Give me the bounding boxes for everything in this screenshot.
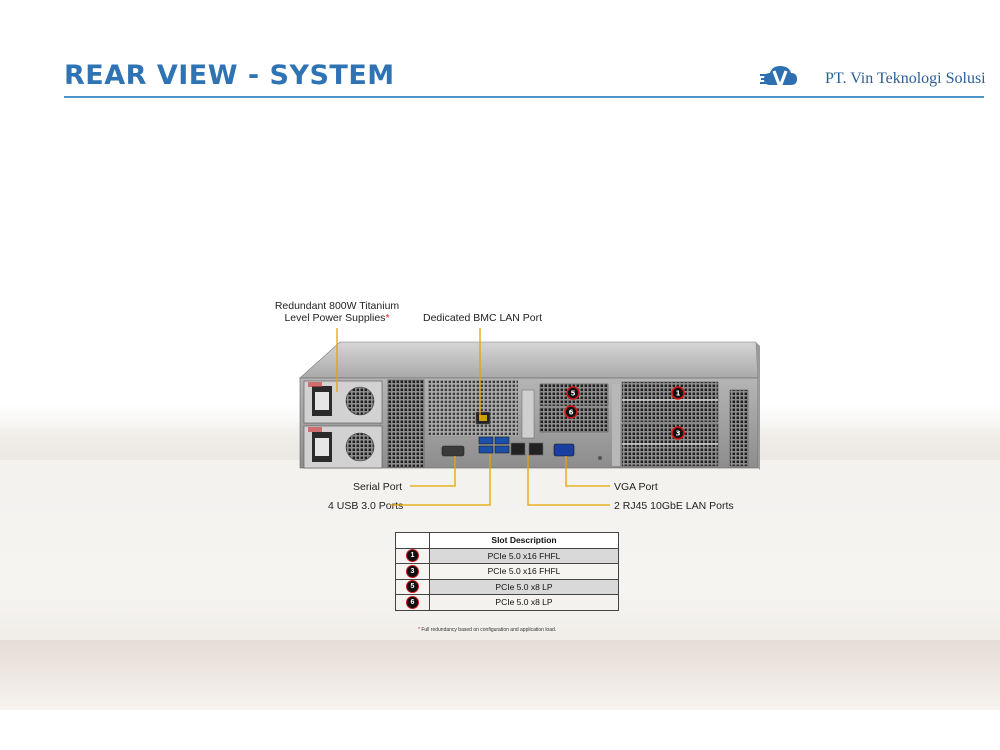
callout-lines — [336, 328, 610, 506]
usb-callout: 4 USB 3.0 Ports — [328, 500, 404, 512]
slot-description: PCIe 5.0 x16 FHFL — [429, 563, 619, 580]
table-band — [0, 640, 1000, 710]
company-name: PT. Vin Teknologi Solusi — [825, 70, 986, 87]
footnote-mark: * — [418, 627, 420, 633]
psu-callout: Redundant 800W Titanium Level Power Supp… — [272, 300, 402, 324]
serial-callout: Serial Port — [353, 481, 403, 493]
psu-callout-line2: Level Power Supplies — [284, 312, 386, 324]
vga-leader — [565, 456, 610, 487]
psu-callout-line1: Redundant 800W Titanium — [274, 300, 400, 312]
slot-description: PCIe 5.0 x16 FHFL — [429, 547, 619, 564]
slot-badge-5: 5 — [566, 386, 580, 400]
slot-description: PCIe 5.0 x8 LP — [429, 578, 619, 595]
title-divider — [64, 96, 984, 98]
io-vent — [428, 380, 518, 436]
slot-number-badge: 6 — [406, 595, 419, 609]
table-row: 3 PCIe 5.0 x16 FHFL — [395, 563, 619, 580]
table-header-row: Slot Description — [395, 532, 619, 549]
slot-badge-6: 6 — [564, 405, 578, 419]
slot-badge-1-label: 1 — [676, 390, 681, 398]
chassis-top — [299, 341, 759, 379]
table-row: 5 PCIe 5.0 x8 LP — [395, 578, 619, 595]
footnote-text: Full redundancy based on configuration a… — [419, 627, 557, 633]
table-row: 1 PCIe 5.0 x16 FHFL — [395, 547, 619, 564]
serial-leader — [410, 456, 456, 487]
slot-1-bay — [621, 381, 719, 423]
lan-ports — [510, 442, 544, 456]
slot-description: PCIe 5.0 x8 LP — [429, 594, 619, 611]
serial-port — [441, 445, 465, 457]
power-supply-2 — [303, 425, 383, 469]
vga-port — [553, 443, 575, 457]
slot-badge-3: 3 — [671, 426, 685, 440]
page-title: REAR VIEW - SYSTEM — [64, 60, 395, 91]
slot-badge-6-label: 6 — [569, 409, 574, 417]
slot-badge-3-label: 3 — [676, 430, 681, 438]
lan-leader — [527, 455, 610, 506]
table-header-label: Slot Description — [429, 532, 619, 549]
slot-number-badge: 3 — [406, 564, 419, 578]
lan-callout: 2 RJ45 10GbE LAN Ports — [614, 500, 734, 512]
power-supply-1 — [303, 380, 383, 424]
company-logo-icon — [760, 66, 797, 89]
slot-description-table: Slot Description 1 PCIe 5.0 x16 FHFL 3 P… — [395, 532, 619, 611]
vent-panel-right — [729, 389, 749, 467]
slot-3-bay — [621, 423, 719, 467]
vga-callout: VGA Port — [614, 481, 658, 493]
usb-ports — [478, 436, 510, 454]
psu-footnote-mark: * — [385, 312, 390, 324]
slot-badge-1: 1 — [671, 386, 685, 400]
usb-leader — [390, 454, 491, 506]
slot-number-badge: 5 — [406, 580, 419, 594]
table-row: 6 PCIe 5.0 x8 LP — [395, 594, 619, 611]
table-header-empty — [395, 532, 430, 549]
footnote: * Full redundancy based on configuration… — [418, 627, 556, 633]
bmc-callout: Dedicated BMC LAN Port — [423, 312, 543, 324]
slot-number-badge: 1 — [406, 549, 419, 563]
server-rear-view: 5 6 1 3 — [299, 328, 760, 506]
vent-panel-left — [387, 379, 425, 468]
slot-badge-5-label: 5 — [571, 390, 576, 398]
